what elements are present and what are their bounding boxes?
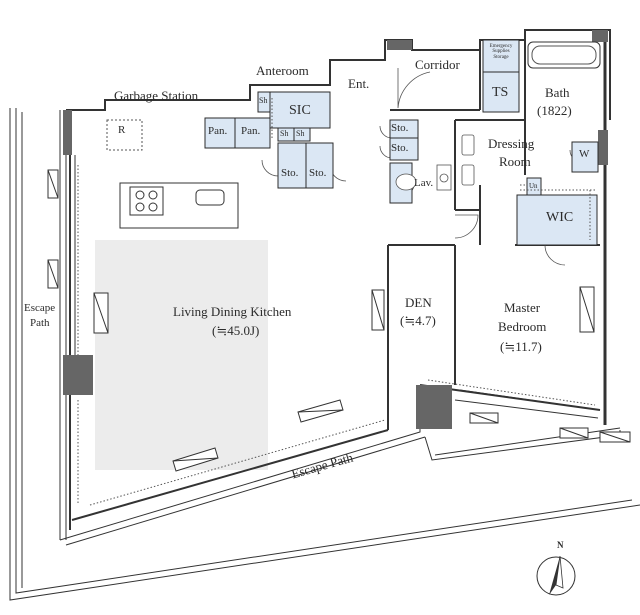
label-un: Un: [529, 182, 538, 190]
label-sto-1: Sto.: [281, 167, 299, 179]
ldk-shade: [95, 240, 268, 470]
label-sto-4: Sto.: [391, 142, 409, 154]
storage-rooms: [204, 39, 599, 246]
label-ldk-size: (≒45.0J): [212, 323, 260, 338]
label-escape-left-2: Path: [30, 317, 50, 329]
label-master-size: (≒11.7): [500, 339, 542, 354]
window-marks: [47, 169, 631, 472]
label-corridor: Corridor: [415, 57, 460, 72]
label-sh-1: Sh: [259, 96, 268, 105]
label-sh-3: Sh: [296, 129, 305, 138]
walls: [63, 29, 611, 530]
label-garbage-station: Garbage Station: [114, 88, 199, 103]
kitchen-counter: [119, 182, 239, 229]
label-north: N: [557, 540, 564, 550]
label-room: Room: [499, 154, 531, 169]
label-wic: WIC: [546, 210, 574, 225]
dotted-rails: [77, 98, 597, 506]
label-dressing: Dressing: [488, 136, 535, 151]
label-den: DEN: [405, 295, 432, 310]
label-pan-1: Pan.: [208, 125, 228, 137]
label-pan-2: Pan.: [241, 125, 261, 137]
label-sto-2: Sto.: [309, 167, 327, 179]
label-ent: Ent.: [348, 76, 370, 91]
label-r: R: [118, 124, 126, 136]
label-emergency-storage: Emergency Supplies Storage: [489, 44, 513, 60]
label-sto-3: Sto.: [391, 122, 409, 134]
label-escape-left-1: Escape: [24, 302, 56, 314]
north-arrow: [536, 555, 576, 596]
label-w: W: [579, 148, 590, 160]
label-bath: Bath: [545, 85, 570, 100]
label-bath-size: (1822): [537, 103, 572, 118]
label-den-size: (≒4.7): [400, 313, 436, 328]
label-bedroom: Bedroom: [498, 319, 547, 334]
label-ts: TS: [492, 85, 509, 100]
refrigerator-space: [106, 119, 143, 151]
outer-balcony: [9, 108, 640, 601]
label-lav: Lav.: [414, 177, 434, 189]
fixtures: [395, 134, 475, 191]
label-sic: SIC: [289, 103, 311, 118]
label-anteroom: Anteroom: [256, 63, 309, 78]
bathtub: [527, 41, 601, 69]
label-master: Master: [504, 300, 541, 315]
label-sh-2: Sh: [280, 129, 289, 138]
label-living-dining-kitchen: Living Dining Kitchen: [173, 304, 292, 319]
